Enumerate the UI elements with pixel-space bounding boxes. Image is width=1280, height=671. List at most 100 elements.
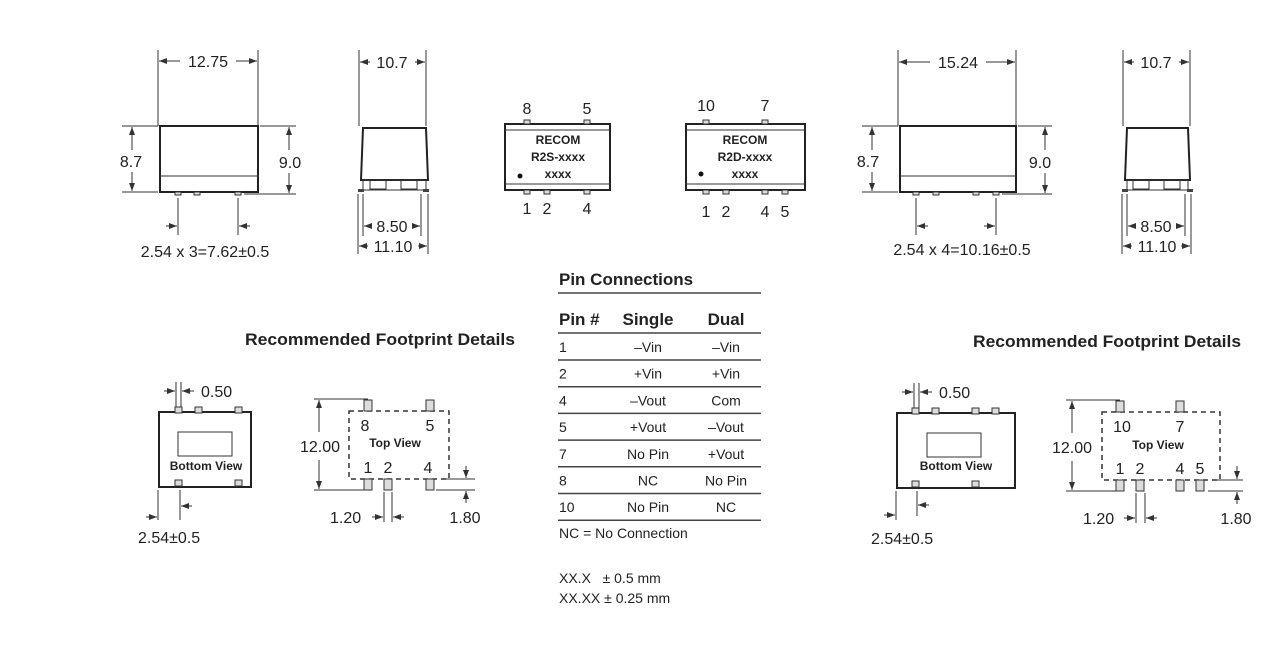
header-dual: Dual [708, 310, 745, 329]
header-single: Single [622, 310, 673, 329]
pin-label: 2 [722, 204, 731, 221]
dual-pitch-dim: 2.54 x 4=10.16±0.5 [893, 242, 1030, 259]
pin-label: 2 [1136, 461, 1145, 478]
single-height-right-dim: 9.0 [279, 155, 301, 172]
brand-label: RECOM [723, 133, 768, 147]
single-cell: –Vout [630, 392, 666, 408]
pin-label: 5 [781, 204, 790, 221]
pin-label: 5 [426, 418, 435, 435]
code-label: xxxx [732, 167, 759, 181]
dual-outer-dim: 11.10 [1138, 239, 1177, 256]
pin-cell: 8 [559, 473, 567, 489]
pin-label: 5 [1196, 461, 1205, 478]
pad-size-dim: 1.20 [1083, 511, 1114, 528]
dual-top-view: 10 7 1 2 4 5 Top View 12.00 1.20 1.80 [1052, 399, 1252, 528]
pin-connections-table: Pin Connections Pin # Single Dual 1–Vin–… [558, 270, 761, 606]
single-cell: –Vin [634, 339, 662, 355]
pin-label: 8 [523, 101, 532, 118]
single-pitch-dim: 2.54 x 3=7.62±0.5 [141, 244, 270, 261]
dual-front-view: 15.24 8.7 9.0 2.54 x 4=10.16±0.5 [857, 50, 1052, 259]
pin-label: 10 [1113, 419, 1131, 436]
r2s-top-view: 8 5 1 2 4 RECOM R2S-xxxx xxxx [504, 101, 611, 218]
table-row: 4 –Vout Com [558, 392, 761, 415]
single-height-left-dim: 8.7 [120, 154, 142, 171]
table-row: 5 +Vout –Vout [558, 419, 761, 441]
pin-cell: 1 [559, 339, 567, 355]
dual-cell: Com [711, 392, 741, 408]
table-row: 7 No Pin +Vout [558, 446, 761, 468]
dual-cell: +Vin [712, 366, 740, 382]
pad-width-dim: 0.50 [939, 385, 970, 402]
model-label: R2D-xxxx [718, 150, 773, 164]
tolerance-2: XX.XX ± 0.25 mm [559, 590, 670, 606]
pad-length-dim: 1.80 [1220, 511, 1251, 528]
pitch-dim: 2.54±0.5 [871, 531, 933, 548]
pin-label: 7 [1176, 419, 1185, 436]
tolerance-1: XX.X ± 0.5 mm [559, 570, 661, 586]
pin-cell: 4 [559, 392, 567, 408]
single-side-view: 10.7 8.50 11.10 [357, 50, 430, 256]
pin-label: 4 [1176, 461, 1185, 478]
pin-cell: 7 [559, 446, 567, 462]
dual-depth-dim: 10.7 [1140, 55, 1171, 72]
dual-height-left-dim: 8.7 [857, 154, 879, 171]
brand-label: RECOM [536, 133, 581, 147]
single-cell: No Pin [627, 446, 669, 462]
pin-label: 4 [424, 460, 433, 477]
pin-label: 1 [702, 204, 711, 221]
pin-label: 8 [361, 418, 370, 435]
code-label: xxxx [545, 167, 572, 181]
dual-cell: –Vin [712, 339, 740, 355]
pin-label: 1 [523, 201, 532, 218]
pad-width-dim: 0.50 [201, 384, 232, 401]
top-view-label: Top View [369, 436, 421, 450]
pin-label: 1 [364, 460, 373, 477]
table-row: 2 +Vin +Vin [558, 366, 761, 388]
bottom-view-label: Bottom View [170, 459, 243, 473]
single-inner-dim: 8.50 [376, 219, 407, 236]
pin-label: 4 [583, 201, 592, 218]
pin-label: 2 [384, 460, 393, 477]
pin-label: 10 [697, 98, 715, 115]
pin-cell: 10 [559, 499, 575, 515]
pin-label: 7 [761, 98, 770, 115]
nc-note: NC = No Connection [559, 525, 688, 541]
dual-cell: –Vout [708, 419, 744, 435]
pitch-dim: 2.54±0.5 [138, 530, 200, 547]
single-depth-dim: 10.7 [376, 55, 407, 72]
dual-cell: No Pin [705, 473, 747, 489]
dual-footprint-title: Recommended Footprint Details [973, 332, 1241, 351]
dual-height-right-dim: 9.0 [1029, 155, 1051, 172]
pin-cell: 2 [559, 366, 567, 382]
dual-inner-dim: 8.50 [1140, 219, 1171, 236]
dual-bottom-view: Bottom View 0.50 2.54±0.5 [871, 383, 1016, 548]
single-top-view: 8 5 1 2 4 Top View 12.00 1.20 1.80 [300, 398, 481, 527]
single-bottom-view: Bottom View 0.50 2.54±0.5 [138, 382, 252, 547]
height-dim: 12.00 [1052, 440, 1092, 457]
bottom-view-label: Bottom View [920, 459, 993, 473]
dual-cell: +Vout [708, 446, 744, 462]
r2d-top-view: 10 7 1 2 4 5 RECOM R2D-xxxx xxxx [685, 98, 806, 221]
top-view-label: Top View [1132, 438, 1184, 452]
dual-width-dim: 15.24 [938, 55, 978, 72]
pin-label: 1 [1116, 461, 1125, 478]
pin-label: 5 [583, 101, 592, 118]
single-cell: +Vout [630, 419, 666, 435]
single-front-view: 12.75 8.7 9.0 2.54 x 3=7.62±0.5 [120, 50, 301, 261]
single-outer-dim: 11.10 [374, 239, 413, 256]
single-cell: No Pin [627, 499, 669, 515]
pin-cell: 5 [559, 419, 567, 435]
table-row: 1 –Vin –Vin [558, 339, 761, 361]
single-cell: +Vin [634, 366, 662, 382]
dual-cell: NC [716, 499, 736, 515]
pin-label: 2 [543, 201, 552, 218]
pin1-dot [517, 173, 523, 179]
single-width-dim: 12.75 [188, 54, 228, 71]
pad-size-dim: 1.20 [330, 510, 361, 527]
header-pin: Pin # [559, 310, 600, 329]
pad-length-dim: 1.80 [449, 510, 480, 527]
dual-side-view: 10.7 8.50 11.10 [1121, 50, 1193, 256]
